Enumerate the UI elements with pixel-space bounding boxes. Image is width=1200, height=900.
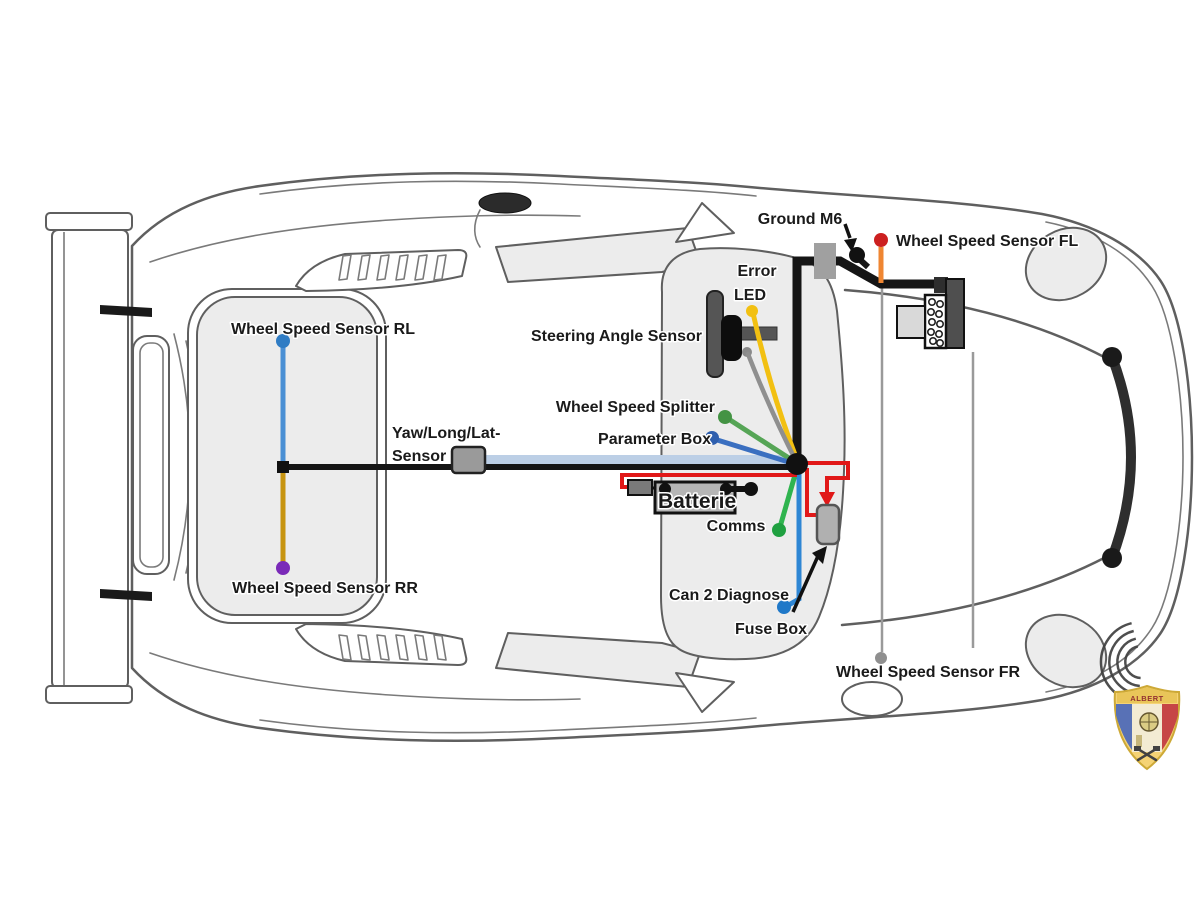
steering-wheel-assembly: [706, 290, 778, 378]
power-arrow-head: [819, 492, 835, 507]
label-ws-fl: Wheel Speed Sensor FL: [896, 233, 1078, 250]
wing-mount-bottom: [100, 589, 152, 601]
label-batterie: Batterie: [658, 490, 736, 513]
label-ws-rl: Wheel Speed Sensor RL: [231, 321, 415, 338]
wheel-speed-sensor-fr-dot: [875, 652, 887, 664]
harness-hub: [786, 453, 808, 475]
wheel-speed-sensor-fl-dot: [874, 233, 888, 247]
fusebox-arrow-head: [812, 546, 827, 564]
wiring: [276, 223, 965, 664]
rear-fascia: [132, 333, 201, 581]
label-error-line1: Error: [737, 263, 776, 280]
mirror-bottom: [675, 672, 735, 713]
ground-arrow-head: [844, 238, 857, 252]
wheel-speed-sensor-rr-dot: [276, 561, 290, 575]
roof-panel-bottom: [495, 632, 701, 688]
label-ws-rr: Wheel Speed Sensor RR: [232, 580, 418, 597]
watermark-logo: ALBERT: [1099, 621, 1181, 771]
headlight-top: [1024, 226, 1108, 302]
front-bumper-bar: [1102, 347, 1136, 568]
labels: Ground M6 Wheel Speed Sensor FL Error LE…: [229, 210, 1080, 683]
label-ground-m6: Ground M6: [758, 211, 843, 228]
wire-error-led: [750, 310, 800, 463]
error-led-dot: [746, 305, 758, 317]
louver-vent-top: [295, 249, 468, 292]
rear-wing: [45, 212, 152, 704]
battery-inline-connector: [627, 479, 653, 496]
wing-mount-top: [100, 305, 152, 317]
antenna-cable: [473, 209, 481, 248]
can2-dot: [777, 600, 791, 614]
label-yaw-line1: Yaw/Long/Lat-: [392, 425, 500, 442]
mirror-top: [675, 202, 735, 243]
label-comms: Comms: [707, 518, 766, 535]
windshield-line-top: [843, 288, 1108, 360]
side-marker-bottom: [841, 681, 903, 717]
body-seam-top: [259, 180, 757, 197]
label-can2-diagnose: Can 2 Diagnose: [669, 587, 789, 604]
label-ws-fr: Wheel Speed Sensor FR: [836, 664, 1020, 681]
harness-to-front: [792, 256, 938, 464]
splitter-dot: [718, 410, 732, 424]
fuse-box: [815, 503, 841, 546]
nose-inner-line: [1045, 221, 1184, 693]
ground-arrow-shaft: [843, 223, 852, 239]
engine-cover: [187, 288, 387, 624]
label-steering-angle-sensor: Steering Angle Sensor: [531, 328, 702, 345]
ecu-connector: [896, 277, 965, 350]
comms-dot: [772, 523, 786, 537]
rear-shoulder-seam-bottom: [149, 652, 581, 701]
ground-pad: [814, 243, 836, 279]
wire-comms: [777, 465, 800, 530]
wire-lightblue-band: [484, 455, 797, 464]
label-error-line2: LED: [734, 287, 766, 304]
harness-rear-junction: [277, 461, 289, 473]
label-fuse-box: Fuse Box: [735, 621, 807, 638]
crossed-hammers-icon: [1134, 746, 1160, 762]
ecu-side-box: [896, 305, 926, 339]
yaw-sensor-connector: [450, 445, 487, 475]
logo-text: ALBERT: [1130, 694, 1163, 703]
car-outline: [130, 172, 1194, 742]
ground-m6-dot: [849, 247, 865, 263]
wheel-speed-sensor-rl-dot: [276, 334, 290, 348]
logo-crest: ALBERT: [1113, 684, 1181, 771]
wire-splitter: [724, 415, 798, 465]
louver-vent-bottom: [295, 623, 468, 666]
label-yaw-line2: Sensor: [392, 448, 446, 465]
wire-steering-sensor: [745, 351, 799, 464]
battery: [627, 479, 758, 515]
fusebox-arrow-shaft: [791, 555, 820, 613]
wire-power-branch: [805, 468, 818, 517]
wire-power-fusebox: [797, 461, 850, 492]
parameter-box-dot: [705, 431, 719, 445]
rear-shoulder-seam-top: [149, 214, 581, 263]
wire-parameter-box: [711, 436, 798, 467]
label-parameter-box: Parameter Box: [598, 431, 711, 448]
body-seam-bottom: [259, 717, 757, 734]
antenna-blob: [478, 192, 532, 214]
label-wheel-speed-splitter: Wheel Speed Splitter: [556, 399, 715, 416]
